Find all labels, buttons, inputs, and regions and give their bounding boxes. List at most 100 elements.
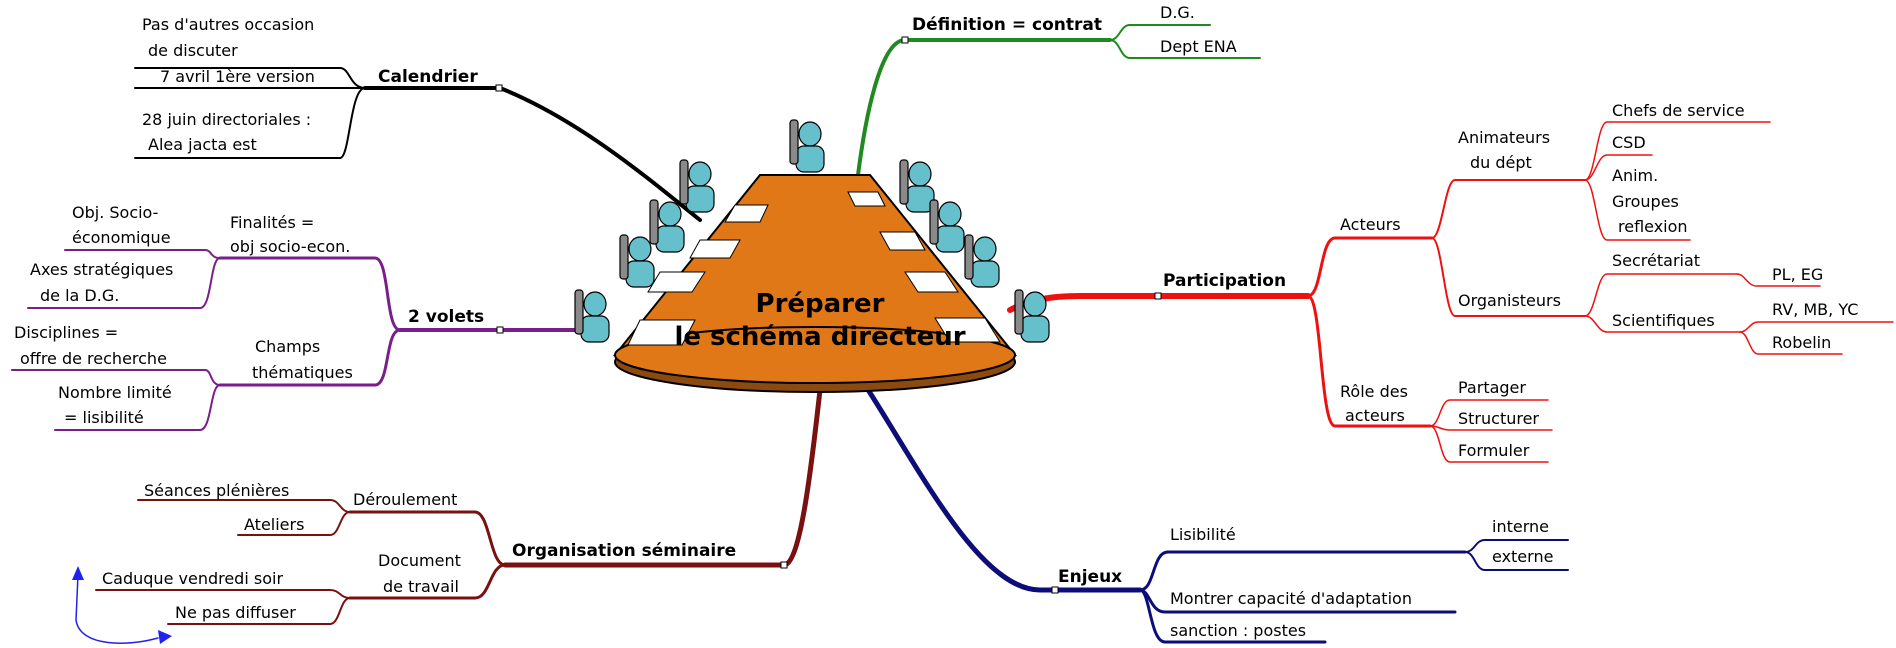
deroulement-item-1[interactable]: Séances plénières: [144, 481, 289, 500]
papers-icon: [627, 191, 1001, 346]
animateurs-item-2[interactable]: CSD: [1612, 133, 1646, 152]
document-item-2[interactable]: Ne pas diffuser: [175, 603, 296, 622]
secretariat-item-1-line: [1736, 273, 1821, 287]
champs-item-2-line2[interactable]: = lisibilité: [64, 408, 144, 427]
champs-item-2-line1[interactable]: Nombre limité: [58, 383, 172, 402]
relationship-arrow: [75, 574, 159, 644]
finalites-item-1-line1[interactable]: Obj. Socio-: [72, 203, 158, 222]
champs-item-1-line2[interactable]: offre de recherche: [20, 349, 167, 368]
document-line: [348, 563, 507, 600]
animateurs-item-1[interactable]: Chefs de service: [1612, 101, 1745, 120]
secretariat-item-1[interactable]: PL, EG: [1772, 265, 1823, 284]
calendrier-collapse-handle[interactable]: [495, 84, 503, 92]
lisibilite-item-2[interactable]: externe: [1492, 547, 1553, 566]
animateurs-line2[interactable]: du dépt: [1470, 153, 1532, 172]
secretariat-label[interactable]: Secrétariat: [1612, 251, 1700, 270]
anim-line3[interactable]: reflexion: [1618, 217, 1688, 236]
acteurs-line: [1306, 236, 1434, 298]
definition-title[interactable]: Définition = contrat: [912, 15, 1102, 35]
role-item-3[interactable]: Formuler: [1458, 441, 1530, 460]
definition-item-2[interactable]: Dept ENA: [1160, 37, 1237, 56]
role-line2[interactable]: acteurs: [1345, 406, 1405, 425]
finalites-line1[interactable]: Finalités =: [230, 213, 314, 232]
calendrier-item-1-line2[interactable]: de discuter: [148, 41, 238, 60]
arrow-head-right-icon: [158, 630, 172, 644]
acteurs-label[interactable]: Acteurs: [1340, 215, 1401, 234]
champs-item-1-line: [11, 369, 221, 386]
lisibilite-line: [1138, 550, 1467, 592]
organisation-title[interactable]: Organisation séminaire: [512, 541, 736, 561]
deroulement-label[interactable]: Déroulement: [353, 490, 457, 509]
branch-enjeux: Enjeux Lisibilité interne externe Montre…: [862, 382, 1569, 644]
branch-calendrier: Calendrier Pas d'autres occasion de disc…: [134, 15, 702, 222]
secretariat-line: [1584, 273, 1738, 317]
volets-collapse-handle[interactable]: [496, 326, 504, 334]
volets-title[interactable]: 2 volets: [408, 307, 484, 327]
deroulement-item-2[interactable]: Ateliers: [244, 515, 304, 534]
calendrier-title[interactable]: Calendrier: [378, 67, 478, 87]
champs-line1[interactable]: Champs: [255, 337, 320, 356]
document-item-1-line: [95, 589, 351, 599]
definition-collapse-handle[interactable]: [901, 36, 909, 44]
organisation-collapse-handle[interactable]: [780, 561, 788, 569]
branch-volets: 2 volets Finalités = obj socio-econ. Obj…: [11, 203, 607, 431]
enjeux-collapse-handle[interactable]: [1051, 586, 1059, 594]
central-topic-line1[interactable]: Préparer: [756, 289, 885, 319]
role-line: [1306, 294, 1432, 428]
organisteurs-label[interactable]: Organisteurs: [1458, 291, 1561, 310]
participation-collapse-handle[interactable]: [1154, 292, 1162, 300]
branch-participation: Participation Acteurs Animateurs du dépt…: [1007, 101, 1894, 463]
definition-item-2-line: [1109, 39, 1261, 59]
scientifiques-item-1-line: [1739, 321, 1894, 333]
finalites-item-1-line2[interactable]: économique: [72, 228, 171, 247]
calendrier-item-3-line1[interactable]: 28 juin directoriales :: [142, 110, 311, 129]
role-item-1[interactable]: Partager: [1458, 378, 1526, 397]
table-rim: [614, 326, 1016, 384]
calendrier-item-3-line: [134, 87, 366, 159]
calendrier-item-1-line1[interactable]: Pas d'autres occasion: [142, 15, 314, 34]
scientifiques-label[interactable]: Scientifiques: [1612, 311, 1715, 330]
role-item-2[interactable]: Structurer: [1458, 409, 1539, 428]
enjeux-item-adaptation[interactable]: Montrer capacité d'adaptation: [1170, 589, 1412, 608]
calendrier-item-2[interactable]: 7 avril 1ère version: [160, 67, 315, 86]
central-topic[interactable]: Préparer le schéma directeur: [574, 119, 1050, 393]
animateurs-item-3-line: [1584, 179, 1691, 241]
deroulement-line: [348, 510, 507, 567]
champs-line2[interactable]: thématiques: [252, 363, 353, 382]
animateurs-item-1-line: [1584, 121, 1771, 181]
role-line1[interactable]: Rôle des: [1340, 382, 1408, 401]
finalites-item-2-line2[interactable]: de la D.G.: [40, 286, 119, 305]
finalites-item-2-line1[interactable]: Axes stratégiques: [30, 260, 173, 279]
definition-item-1[interactable]: D.G.: [1160, 3, 1195, 22]
document-line2[interactable]: de travail: [383, 577, 459, 596]
document-line1[interactable]: Document: [378, 551, 461, 570]
champs-item-2-line: [54, 384, 221, 431]
sanction-line: [1138, 588, 1327, 644]
lisibilite-label[interactable]: Lisibilité: [1170, 525, 1236, 544]
enjeux-item-sanction[interactable]: sanction : postes: [1170, 621, 1306, 640]
animateurs-line1[interactable]: Animateurs: [1458, 128, 1550, 147]
branch-organisation: Organisation séminaire Déroulement Séanc…: [72, 387, 823, 644]
role-item-3-line: [1429, 425, 1549, 463]
document-item-1[interactable]: Caduque vendredi soir: [102, 569, 283, 588]
central-topic-line2[interactable]: le schéma directeur: [674, 322, 965, 352]
champs-item-1-line1[interactable]: Disciplines =: [14, 323, 118, 342]
finalites-line2[interactable]: obj socio-econ.: [230, 237, 350, 256]
deroulement-item-2-line: [237, 511, 351, 536]
champs-line: [218, 328, 402, 387]
definition-connector: [856, 38, 1112, 177]
enjeux-connector: [862, 382, 1143, 593]
anim-line2[interactable]: Groupes: [1612, 192, 1679, 211]
branch-definition: Définition = contrat D.G. Dept ENA: [856, 3, 1261, 177]
scientifiques-item-1[interactable]: RV, MB, YC: [1772, 300, 1858, 319]
anim-line1[interactable]: Anim.: [1612, 166, 1658, 185]
participation-title[interactable]: Participation: [1163, 271, 1286, 291]
lisibilite-item-1[interactable]: interne: [1492, 517, 1549, 536]
finalites-item-2-line: [27, 257, 221, 309]
enjeux-title[interactable]: Enjeux: [1058, 567, 1122, 587]
scientifiques-item-2[interactable]: Robelin: [1772, 333, 1831, 352]
document-item-2-line: [167, 597, 351, 625]
finalites-line: [218, 256, 402, 332]
lisibilite-item-2-line: [1464, 551, 1569, 571]
calendrier-item-3-line2[interactable]: Alea jacta est: [148, 135, 257, 154]
